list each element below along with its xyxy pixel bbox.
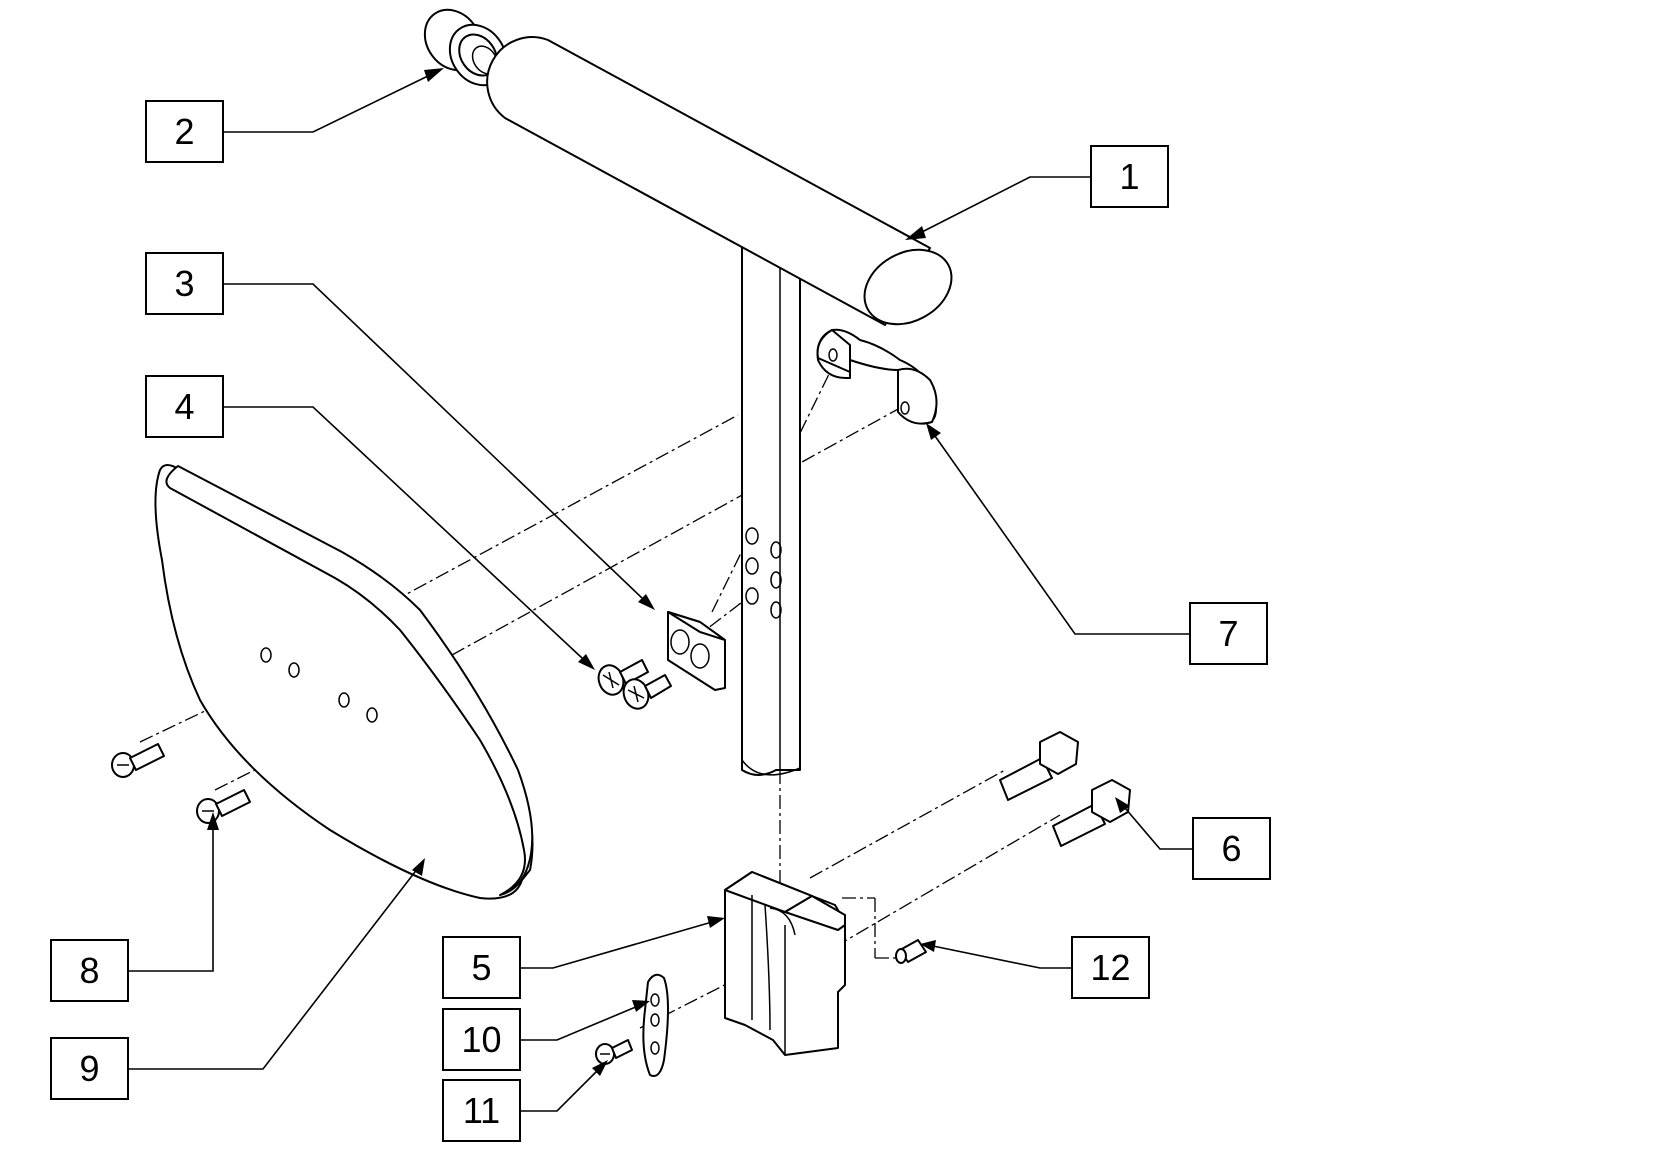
callout-11: 11 <box>442 1079 521 1142</box>
callout-1-label: 1 <box>1119 156 1139 197</box>
headrest-pad-part-9 <box>154 464 534 900</box>
callout-2: 2 <box>145 100 224 163</box>
callout-10-label: 10 <box>461 1019 501 1060</box>
callout-4-label: 4 <box>174 386 194 427</box>
callout-8: 8 <box>50 939 129 1002</box>
callout-10: 10 <box>442 1008 521 1071</box>
callout-12: 12 <box>1071 936 1150 999</box>
t-bar-part-1 <box>486 36 953 776</box>
bracket-part-7 <box>816 328 938 425</box>
callout-5: 5 <box>442 936 521 999</box>
callout-5-label: 5 <box>471 947 491 988</box>
leader-lines <box>128 68 1193 1112</box>
callout-7-label: 7 <box>1218 613 1238 654</box>
callout-9-label: 9 <box>79 1048 99 1089</box>
end-cap-part-2 <box>423 8 508 87</box>
set-screw-part-12 <box>895 939 927 964</box>
callout-2-label: 2 <box>174 111 194 152</box>
callout-9: 9 <box>50 1037 129 1100</box>
callout-3: 3 <box>145 252 224 315</box>
callout-11-label: 11 <box>463 1090 500 1131</box>
flat-head-screws-part-4 <box>597 659 672 710</box>
callout-7: 7 <box>1189 602 1268 665</box>
callout-6: 6 <box>1192 817 1271 880</box>
callout-6-label: 6 <box>1221 828 1241 869</box>
callout-1: 1 <box>1090 145 1169 208</box>
small-screw-part-11 <box>595 1039 633 1065</box>
callout-12-label: 12 <box>1090 947 1130 988</box>
clamp-plate-part-3 <box>667 611 726 691</box>
callout-3-label: 3 <box>174 263 194 304</box>
clip-part-10 <box>642 973 669 1077</box>
callout-4: 4 <box>145 375 224 438</box>
button-head-screws-part-8 <box>111 743 251 824</box>
receiver-block-part-5 <box>724 871 846 1056</box>
callout-8-label: 8 <box>79 950 99 991</box>
hex-bolts-part-6 <box>999 731 1131 847</box>
